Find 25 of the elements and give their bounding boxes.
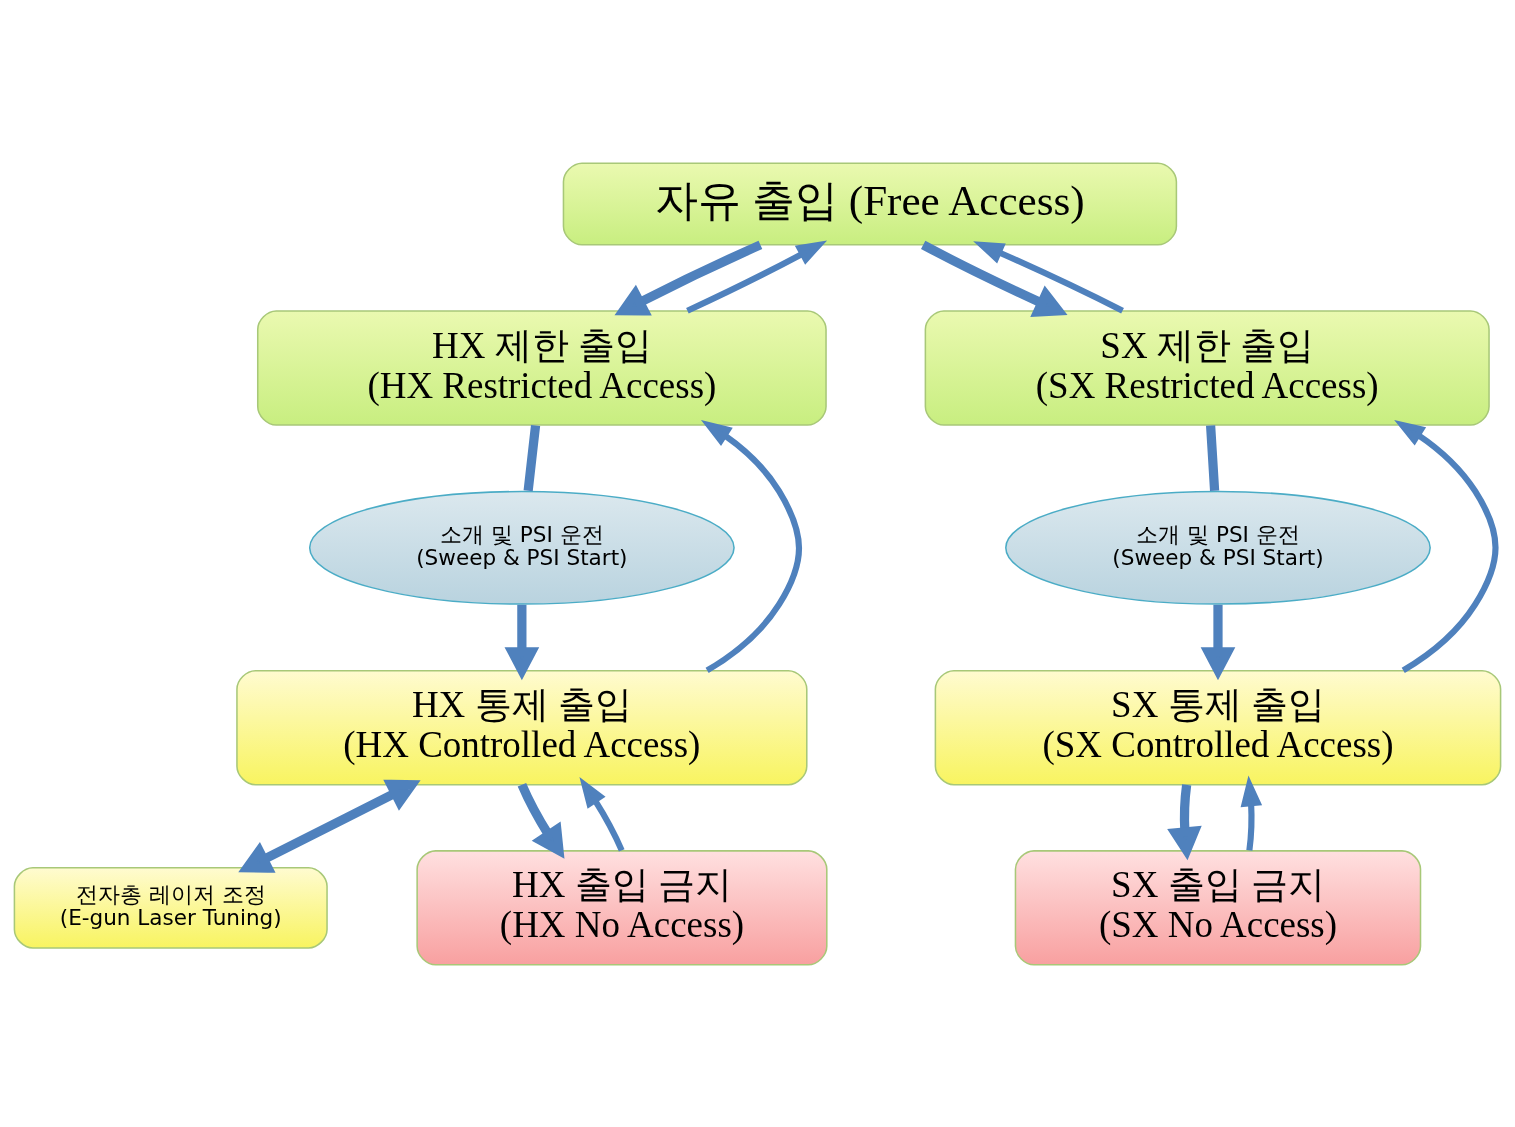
arrow xyxy=(1394,419,1499,673)
node-box: HX 통제 출입 (HX Controlled Access) xyxy=(236,669,808,785)
connector xyxy=(523,424,541,491)
node-box: HX 제한 출입 (HX Restricted Access) xyxy=(256,309,827,426)
node-box: SX 통제 출입 (SX Controlled Access) xyxy=(934,669,1502,785)
node-ellipse: 소개 및 PSI 운전 (Sweep & PSI Start) xyxy=(308,490,735,605)
arrow xyxy=(973,240,1124,314)
node-ellipse: 소개 및 PSI 운전 (Sweep & PSI Start) xyxy=(1005,490,1431,605)
arrow xyxy=(238,779,421,873)
arrow xyxy=(1240,775,1263,851)
arrow xyxy=(614,240,763,316)
arrow xyxy=(579,776,625,852)
arrow xyxy=(921,240,1068,317)
node-box: 전자총 레이저 조정 (E-gun Laser Tuning) xyxy=(13,866,328,949)
node-box: 자유 출입 (Free Access) xyxy=(562,161,1178,246)
arrow xyxy=(1167,783,1202,860)
arrow xyxy=(686,239,828,314)
arrow xyxy=(504,604,540,680)
node-box: SX 출입 금지 (SX No Access) xyxy=(1014,849,1422,966)
arrow xyxy=(1200,604,1236,680)
node-box: SX 제한 출입 (SX Restricted Access) xyxy=(924,309,1490,426)
node-box: HX 출입 금지 (HX No Access) xyxy=(416,849,828,966)
arrow xyxy=(517,782,565,859)
arrow xyxy=(701,419,802,673)
connector xyxy=(1206,424,1220,491)
